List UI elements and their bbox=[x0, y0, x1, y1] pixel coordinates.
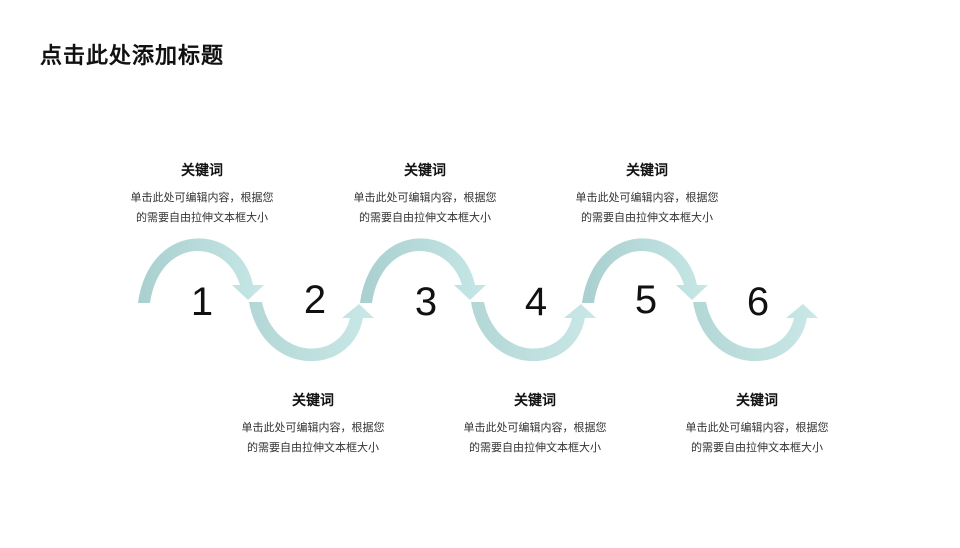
step-keyword: 关键词 bbox=[292, 393, 334, 409]
step-desc-line: 的需要自由拉伸文本框大小 bbox=[136, 211, 268, 224]
step-description: 单击此处可编辑内容，根据您 的需要自由拉伸文本框大小 bbox=[228, 418, 398, 458]
step-keyword: 关键词 bbox=[626, 163, 668, 179]
step-number-3: 3 bbox=[414, 280, 438, 324]
arch-segment-2 bbox=[360, 238, 486, 303]
step-desc-line: 的需要自由拉伸文本框大小 bbox=[359, 211, 491, 224]
step-desc-line: 的需要自由拉伸文本框大小 bbox=[469, 441, 601, 454]
step-desc-line: 单击此处可编辑内容，根据您 bbox=[241, 421, 385, 434]
step-desc-line: 单击此处可编辑内容，根据您 bbox=[463, 421, 607, 434]
step-number-1: 1 bbox=[190, 280, 214, 324]
step-description: 单击此处可编辑内容，根据您 的需要自由拉伸文本框大小 bbox=[117, 188, 287, 228]
step-keyword: 关键词 bbox=[736, 393, 778, 409]
arch-segment-1 bbox=[138, 238, 264, 303]
step-number-4: 4 bbox=[524, 280, 548, 324]
step-desc-line: 单击此处可编辑内容，根据您 bbox=[353, 191, 497, 204]
valley-segment-3 bbox=[693, 302, 818, 362]
step-text-3: 关键词 单击此处可编辑内容，根据您 的需要自由拉伸文本框大小 bbox=[340, 160, 510, 228]
step-text-5: 关键词 单击此处可编辑内容，根据您 的需要自由拉伸文本框大小 bbox=[562, 160, 732, 228]
step-desc-line: 单击此处可编辑内容，根据您 bbox=[685, 421, 829, 434]
valley-segment-1 bbox=[249, 302, 374, 362]
step-number-5: 5 bbox=[634, 278, 658, 322]
step-number-2: 2 bbox=[303, 278, 327, 322]
step-keyword: 关键词 bbox=[404, 163, 446, 179]
step-desc-line: 的需要自由拉伸文本框大小 bbox=[581, 211, 713, 224]
step-text-6: 关键词 单击此处可编辑内容，根据您 的需要自由拉伸文本框大小 bbox=[672, 390, 842, 458]
step-desc-line: 的需要自由拉伸文本框大小 bbox=[247, 441, 379, 454]
step-keyword: 关键词 bbox=[181, 163, 223, 179]
step-keyword: 关键词 bbox=[514, 393, 556, 409]
step-text-4: 关键词 单击此处可编辑内容，根据您 的需要自由拉伸文本框大小 bbox=[450, 390, 620, 458]
step-number-6: 6 bbox=[746, 280, 770, 324]
step-description: 单击此处可编辑内容，根据您 的需要自由拉伸文本框大小 bbox=[672, 418, 842, 458]
arch-segment-3 bbox=[582, 238, 708, 303]
valley-segment-2 bbox=[471, 302, 596, 362]
step-desc-line: 的需要自由拉伸文本框大小 bbox=[691, 441, 823, 454]
step-desc-line: 单击此处可编辑内容，根据您 bbox=[130, 191, 274, 204]
step-description: 单击此处可编辑内容，根据您 的需要自由拉伸文本框大小 bbox=[450, 418, 620, 458]
page-title: 点击此处添加标题 bbox=[40, 44, 225, 69]
step-description: 单击此处可编辑内容，根据您 的需要自由拉伸文本框大小 bbox=[340, 188, 510, 228]
step-text-2: 关键词 单击此处可编辑内容，根据您 的需要自由拉伸文本框大小 bbox=[228, 390, 398, 458]
step-desc-line: 单击此处可编辑内容，根据您 bbox=[575, 191, 719, 204]
step-description: 单击此处可编辑内容，根据您 的需要自由拉伸文本框大小 bbox=[562, 188, 732, 228]
step-text-1: 关键词 单击此处可编辑内容，根据您 的需要自由拉伸文本框大小 bbox=[117, 160, 287, 228]
